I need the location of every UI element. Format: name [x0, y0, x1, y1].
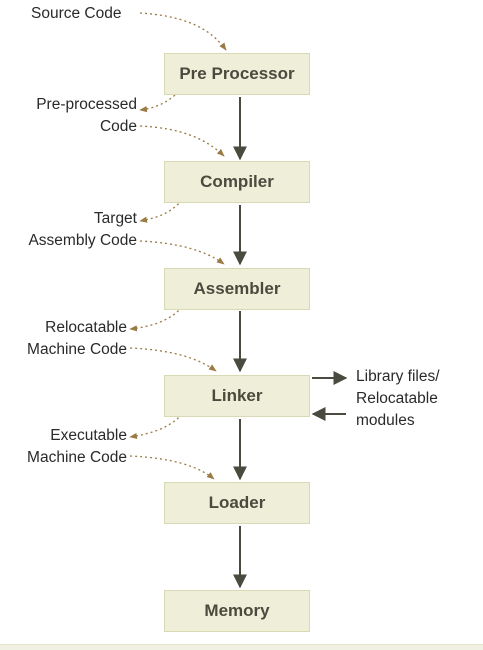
label-line: Code [99, 118, 137, 135]
label-line: modules [356, 412, 415, 429]
label-line: Library files/ [356, 368, 440, 385]
stage-pre-processor: Pre Processor [164, 53, 310, 95]
dotted-arrow-executable-close [129, 455, 215, 480]
stage-compiler: Compiler [164, 161, 310, 203]
label-line: Assembly Code [28, 232, 137, 249]
dotted-arrow-target-close [139, 240, 225, 265]
label-line: Pre-processed [36, 96, 137, 113]
label-line: Machine Code [27, 449, 127, 466]
stage-linker: Linker [164, 375, 310, 417]
label-line: Relocatable [45, 319, 127, 336]
dotted-arrow-source-code [139, 12, 227, 51]
side-note-library-files: Library files/ Relocatable modules [356, 366, 440, 432]
dotted-arrow-relocatable-close [129, 347, 217, 372]
input-label-preprocessed-code: Pre-processed Code [36, 94, 137, 138]
dotted-arrow-executable-open [129, 413, 183, 440]
input-label-source-code: Source Code [31, 3, 121, 25]
dotted-arrow-preprocessed-open [139, 87, 183, 113]
stage-label: Pre Processor [179, 64, 295, 83]
input-label-relocatable-machine-code: Relocatable Machine Code [27, 317, 127, 361]
label-line: Source Code [31, 5, 122, 22]
bottom-border [0, 644, 483, 650]
stage-label: Compiler [200, 172, 274, 191]
stage-loader: Loader [164, 482, 310, 524]
label-line: Machine Code [27, 341, 127, 358]
label-line: Executable [50, 427, 127, 444]
stage-label: Linker [211, 386, 263, 405]
stage-label: Memory [204, 601, 270, 620]
label-line: Relocatable [356, 390, 438, 407]
stage-assembler: Assembler [164, 268, 310, 310]
input-label-target-assembly-code: Target Assembly Code [28, 208, 137, 252]
dotted-arrow-target-open [139, 199, 183, 223]
stage-label: Loader [208, 493, 266, 512]
dotted-arrow-relocatable-open [129, 306, 183, 332]
stage-label: Assembler [193, 279, 281, 298]
label-line: Target [93, 210, 137, 227]
dotted-arrow-preprocessed-close [139, 125, 225, 157]
stage-memory: Memory [164, 590, 310, 632]
input-label-executable-machine-code: Executable Machine Code [27, 425, 127, 469]
